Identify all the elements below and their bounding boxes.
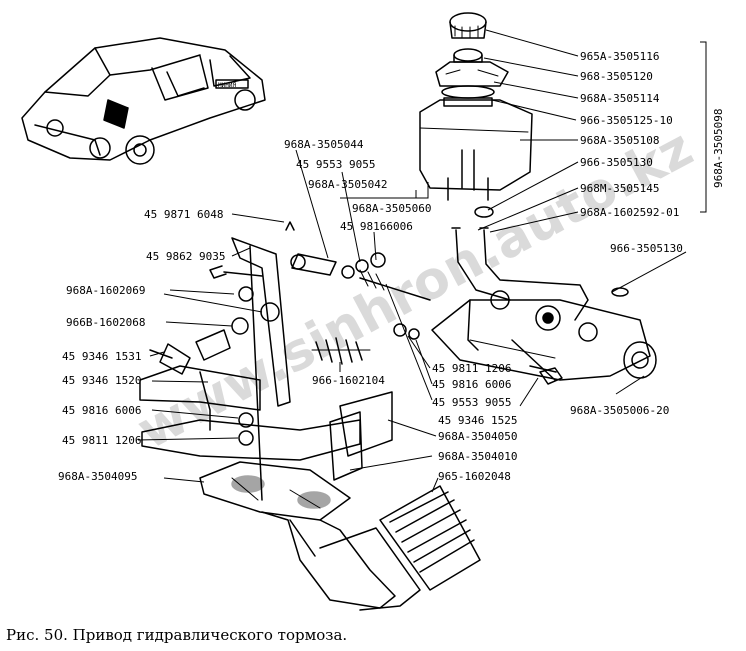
figure-caption: Рис. 50. Привод гидравлического тормоза. [6, 626, 348, 644]
part-label: 45 9553 9055 [432, 396, 511, 409]
part-label: 45 9862 9035 [146, 250, 225, 263]
part-label: 45 9346 1525 [438, 414, 517, 427]
part-label: 968A-3504010 [438, 450, 517, 463]
part-label: 966-3505130 [580, 156, 653, 169]
car-badge: MИНИЯ [218, 82, 236, 89]
part-label: 966-3505130 [610, 242, 683, 255]
part-label: 968A-3505060 [352, 202, 431, 215]
pedal-bracket [139, 237, 393, 501]
part-label: 45 9346 1531 [62, 350, 141, 363]
part-label: 968A-1602069 [66, 284, 145, 297]
bolts [149, 265, 557, 373]
part-label: 965A-3505116 [580, 50, 659, 63]
part-label: 966B-1602068 [66, 316, 145, 329]
part-label: 968-3505120 [580, 70, 653, 83]
pedal-pad-cover [379, 485, 481, 591]
part-label: 45 9816 6006 [432, 378, 511, 391]
part-label: 968A-3504095 [58, 470, 137, 483]
brake-pedal [199, 461, 421, 611]
part-label: 968A-3505108 [580, 134, 659, 147]
part-label: 966-1602104 [312, 374, 385, 387]
part-label: 45 9811 1206 [62, 434, 141, 447]
part-label: 45 9346 1520 [62, 374, 141, 387]
part-label: 968A-3505006-20 [570, 404, 669, 417]
part-label: 965-1602048 [438, 470, 511, 483]
master-cylinder [431, 290, 657, 385]
part-label: 968A-3505042 [308, 178, 387, 191]
part-label: 968A-3505044 [284, 138, 364, 151]
part-label: 45 98166006 [340, 220, 413, 233]
part-label: 968A-3504050 [438, 430, 517, 443]
car-illustration [21, 37, 266, 165]
part-label: 968M-3505145 [580, 182, 659, 195]
part-label: 45 9811 1206 [432, 362, 511, 375]
part-label: 45 9871 6048 [144, 208, 223, 221]
part-labels: 965A-3505116 968-3505120 968A-3505114 96… [58, 50, 725, 483]
group-label: 968A-3505098 [712, 109, 725, 188]
part-label: 45 9816 6006 [62, 404, 141, 417]
leader-lines [137, 29, 707, 493]
pushrod-spring [285, 221, 431, 365]
part-label: 966-3505125-10 [580, 114, 673, 127]
part-label: 968A-3505114 [580, 92, 660, 105]
part-label: 968A-1602592-01 [580, 206, 679, 219]
part-label: 45 9553 9055 [296, 158, 375, 171]
car-badge-frame [215, 79, 249, 89]
reservoir-assembly [419, 12, 533, 218]
